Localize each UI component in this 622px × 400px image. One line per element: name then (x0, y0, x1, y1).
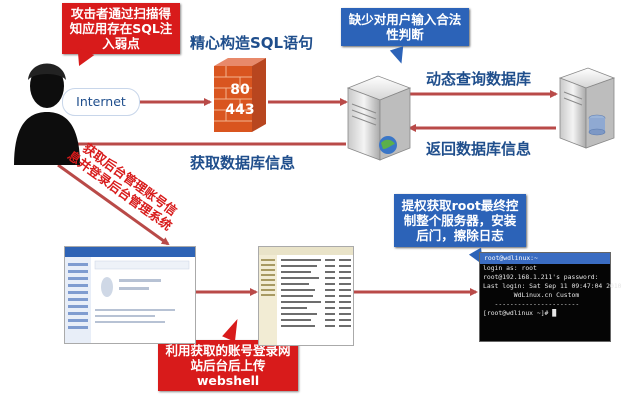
terminal-line: ---------------------- (483, 300, 580, 308)
file-manager-screenshot (258, 246, 354, 346)
arrow-attacker-to-backend (57, 163, 170, 246)
attacker-icon (14, 63, 80, 165)
terminal-line: root@192.168.1.211's password: (483, 273, 599, 281)
get-info-label: 获取数据库信息 (190, 154, 296, 172)
webshell-callout: 利用获取的账号登录网站后台后上传webshell (158, 340, 298, 391)
dynamic-query-label: 动态查询数据库 (426, 70, 532, 88)
terminal-line: [root@wdlinux ~]# █ (483, 309, 557, 317)
root-terminal-screenshot: root@wdlinux:~ login as: root root@192.1… (479, 252, 622, 342)
internet-label: Internet (62, 88, 140, 116)
firewall-ports: 80 443 (214, 60, 266, 132)
input-check-callout: 缺少对用户输入合法性判断 (341, 8, 469, 46)
firewall-icon (214, 58, 266, 132)
privilege-callout: 提权获取root最终控制整个服务器，安装后门，擦除日志 (394, 194, 526, 247)
terminal-line: Last login: Sat Sep 11 09:47:04 2010 (483, 282, 622, 290)
backend-admin-screenshot (64, 246, 196, 344)
return-info-label: 返回数据库信息 (426, 140, 532, 158)
terminal-line: login as: root (483, 264, 537, 272)
terminal-title: root@wdlinux:~ (480, 253, 610, 264)
firewall-port-80: 80 (230, 82, 250, 98)
database-server-icon (558, 67, 616, 149)
attacker-callout: 攻击者通过扫描得知应用存在SQL注入弱点 (62, 3, 180, 54)
firewall-port-443: 443 (225, 102, 255, 118)
terminal-line: WdLinux.cn Custom (483, 291, 580, 299)
app-server-icon (346, 75, 412, 161)
craft-sql-label: 精心构造SQL语句 (190, 34, 314, 52)
